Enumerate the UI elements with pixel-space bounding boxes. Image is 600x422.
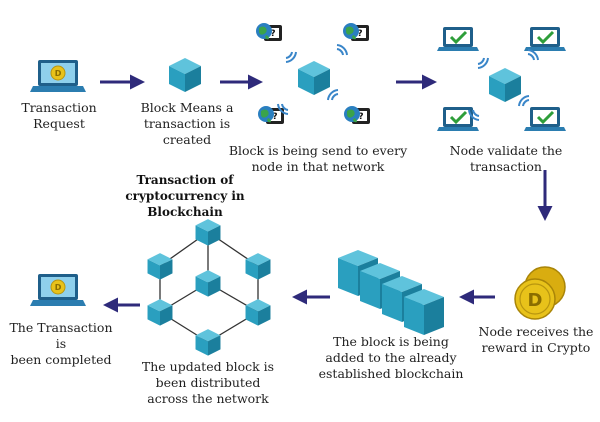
validate-cube-icon	[489, 68, 521, 102]
broadcast-cube-icon	[298, 61, 330, 95]
step-label-line: Node validate the	[449, 143, 563, 158]
step-label-broadcast: Block is being send to every node in tha…	[228, 143, 408, 175]
step-label-line: transaction	[470, 159, 542, 174]
check-laptop-icon	[522, 105, 568, 133]
globe-computer-icon	[344, 106, 370, 124]
svg-text:D: D	[528, 290, 543, 311]
crypto-coin-icon: D	[514, 266, 566, 320]
step-label-reward: Node receives the reward in Crypto	[474, 324, 598, 356]
check-laptop-icon	[522, 25, 568, 53]
step-label-added: The block is being added to the already …	[316, 334, 466, 382]
step-label-line: across the network	[147, 391, 269, 406]
blockchain-icon	[338, 250, 444, 335]
step-label-line: Request	[33, 116, 85, 131]
step-label-line: The block is being	[333, 334, 449, 349]
step-label-line: node in that network	[251, 159, 385, 174]
signal-icon	[336, 44, 348, 56]
cube-block-icon	[169, 58, 201, 92]
signal-icon	[477, 57, 489, 69]
signal-icon	[527, 49, 539, 61]
step-label-request: Transaction Request	[14, 100, 104, 132]
check-laptop-icon	[435, 25, 481, 53]
step-label-line: created	[162, 132, 212, 147]
step-label-line: The updated block is	[141, 359, 275, 374]
step-label-line: Node receives the	[478, 324, 594, 339]
step-label-line: added to the already	[325, 350, 457, 365]
step-label-line: The Transaction is	[9, 320, 113, 351]
step-label-line: Transaction	[21, 100, 97, 115]
step-label-line: transaction is	[143, 116, 231, 131]
network-cube-icon	[147, 219, 271, 356]
diagram-title-line2: Blockchain	[147, 205, 223, 219]
step-label-block-created: Block Means a transaction is created	[132, 100, 242, 148]
step-label-line: reward in Crypto	[481, 340, 591, 355]
signal-icon	[285, 51, 297, 63]
step-label-line: Block is being send to every	[228, 143, 408, 158]
signal-icon	[518, 95, 530, 107]
globe-computer-icon	[256, 23, 282, 41]
step-label-line: been distributed	[155, 375, 261, 390]
step-label-distributed: The updated block is been distributed ac…	[136, 359, 280, 407]
laptop-icon	[29, 273, 87, 307]
laptop-icon	[29, 59, 87, 93]
diagram-title: Transaction of cryptocurrency in Blockch…	[95, 172, 275, 220]
step-label-line: been completed	[10, 352, 112, 367]
globe-computer-icon	[343, 23, 369, 41]
step-label-completed: The Transaction is been completed	[6, 320, 116, 368]
step-label-line: established blockchain	[318, 366, 464, 381]
signal-icon	[327, 89, 339, 101]
step-label-line: Block Means a	[140, 100, 234, 115]
step-label-validate: Node validate the transaction	[436, 143, 576, 175]
diagram-title-line1: Transaction of cryptocurrency in	[125, 173, 245, 203]
